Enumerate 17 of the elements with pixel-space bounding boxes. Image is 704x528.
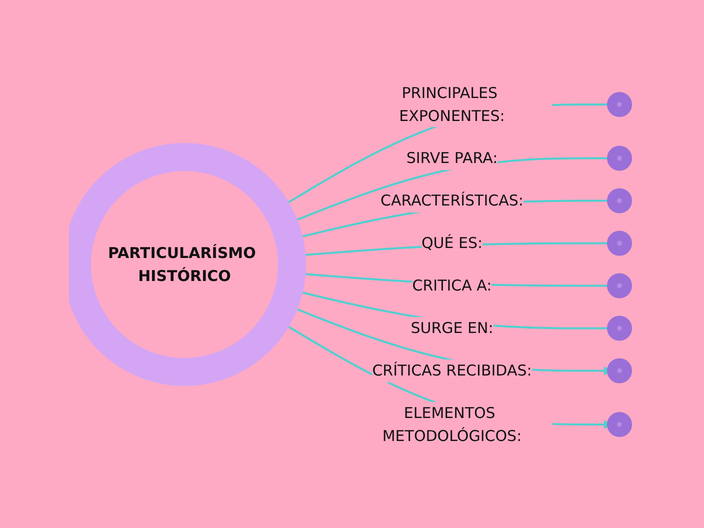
node-circle xyxy=(607,92,632,116)
edge-label: CRÍTICAS RECIBIDAS: xyxy=(372,361,532,379)
node-circle xyxy=(607,272,632,298)
edge-label: PRINCIPALES EXPONENTES: xyxy=(399,84,505,124)
edge-label: CARACTERÍSTICAS: xyxy=(380,191,524,209)
node-circle xyxy=(607,230,632,256)
edge-label: ELEMENTOS METODOLÓGICOS: xyxy=(382,404,522,444)
edge-label: SIRVE PARA: xyxy=(406,148,498,166)
edge-label: SURGE EN: xyxy=(410,318,494,336)
node-circle xyxy=(607,315,632,340)
node-circle xyxy=(607,358,632,383)
node-circle xyxy=(607,188,632,213)
node-circle: PARTICULARÍSMO HISTÓRICO xyxy=(69,142,306,386)
node-circle xyxy=(607,412,632,436)
edge-label: QUÉ ES: xyxy=(421,234,483,252)
edge-label: CRITICA A: xyxy=(412,276,492,294)
node-circle xyxy=(607,145,632,170)
